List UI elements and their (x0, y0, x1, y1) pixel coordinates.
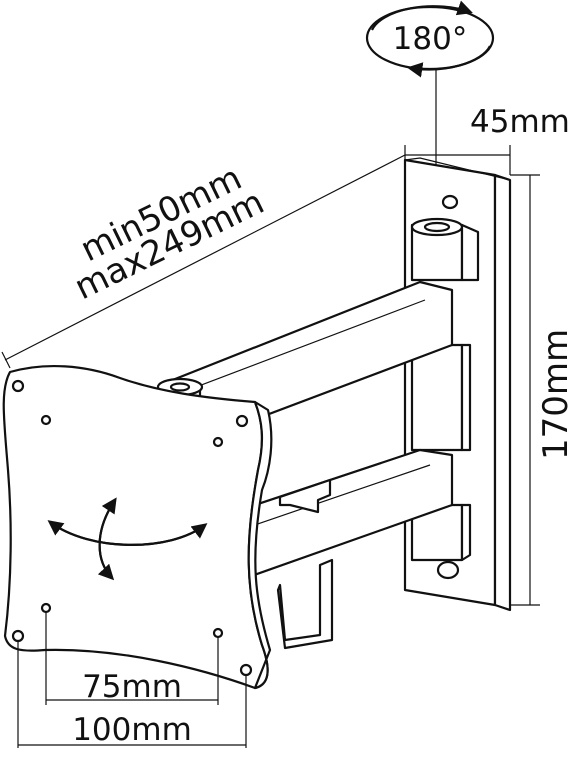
height-label: 170mm (536, 329, 576, 460)
wall-offset-dimension (404, 145, 511, 175)
vesa-outer-label: 100mm (72, 712, 192, 748)
rotation-label: 180° (393, 21, 468, 57)
tilt-swivel-arrows-icon (47, 497, 208, 581)
wall-offset-label: 45mm (470, 104, 570, 140)
rotation-ellipse-icon (365, 0, 495, 78)
vesa-inner-dimension (45, 612, 219, 705)
vesa-inner-label: 75mm (82, 669, 182, 705)
vesa-plate (2, 365, 273, 690)
height-dimension (510, 174, 540, 606)
lower-bracket (276, 558, 334, 650)
vesa-outer-dimension (17, 641, 247, 748)
extension-dimension (1, 154, 406, 369)
